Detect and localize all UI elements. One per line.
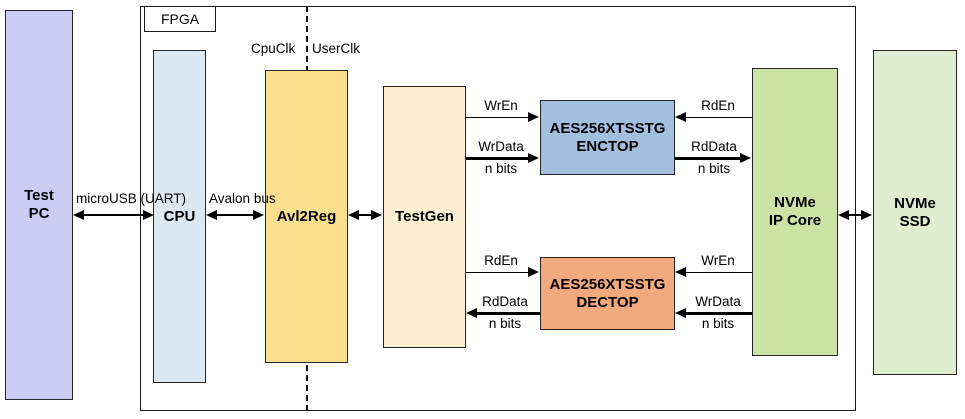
nvme-ip-line2: IP Core [768, 212, 822, 229]
conn-dec-wrdata-line [686, 312, 752, 315]
conn-dec-rden-arrow [528, 267, 539, 277]
conn-dec-rddata-arrow [466, 307, 477, 318]
conn-dec-rden-label-text: RdEn [484, 253, 518, 268]
avl2reg-line1: Avl2Reg [276, 207, 337, 225]
conn-enc-wren-line [466, 116, 529, 119]
conn-pc-cpu-arrow-right [143, 209, 154, 220]
conn-dec-wrdata-bits: n bits [683, 316, 753, 332]
conn-enc-rden-arrow [675, 112, 686, 122]
conn-dec-wrdata-label-line1: WrData [695, 294, 741, 309]
conn-enc-rddata-label-line1: RdData [691, 139, 737, 154]
conn-enc-wrdata-label: WrData [466, 139, 536, 155]
block-test-pc[interactable]: Test PC [5, 10, 73, 400]
conn-cpu-avl-arrow-right [253, 209, 264, 220]
fpga-boundary-frame [140, 6, 856, 411]
conn-dec-wren-line [686, 271, 752, 274]
fpga-label-text: FPGA [160, 11, 200, 27]
enctop-line1: AES256XTSSTG [549, 119, 666, 137]
cpuclk-label: CpuClk [251, 41, 296, 56]
conn-dec-wrdata-label: WrData [683, 294, 753, 310]
conn-enc-wrdata-line [466, 157, 529, 160]
conn-dec-wren-label-text: WrEn [701, 253, 735, 268]
block-testgen[interactable]: TestGen [383, 86, 466, 348]
conn-enc-rddata-bits-text: n bits [697, 161, 731, 176]
conn-cpu-avl-arrow-left [206, 209, 217, 220]
test-pc-line1: Test [24, 187, 54, 205]
conn-dec-wrdata-arrow [675, 307, 686, 318]
conn-enc-rddata-bits: n bits [679, 161, 749, 177]
conn-enc-wrdata-label-line1: WrData [478, 139, 524, 154]
fpga-frame-label: FPGA [144, 6, 216, 32]
enctop-line2: ENCTOP [576, 137, 639, 155]
conn-enc-wren-label: WrEn [466, 98, 536, 114]
conn-enc-rddata-arrow [740, 152, 751, 163]
test-pc-line2: PC [28, 205, 50, 222]
block-avl2reg[interactable]: Avl2Reg [265, 70, 348, 363]
testgen-line1: TestGen [395, 208, 454, 226]
conn-enc-wrdata-bits: n bits [466, 161, 536, 177]
conn-pc-cpu-label: microUSB (UART) [76, 191, 186, 207]
dectop-line1: AES256XTSSTG [549, 275, 666, 293]
conn-dec-rddata-label: RdData [470, 294, 540, 310]
conn-dec-rddata-bits-text: n bits [488, 316, 522, 331]
conn-avl-testgen-line [359, 214, 372, 216]
conn-cpu-avl-line [217, 214, 254, 216]
conn-avl-testgen-arrow-left [348, 209, 359, 220]
conn-enc-rddata-label: RdData [679, 139, 749, 155]
cpu-line1: CPU [163, 207, 196, 225]
block-aes-dectop[interactable]: AES256XTSSTG DECTOP [540, 257, 675, 330]
conn-dec-wren-arrow [675, 267, 686, 277]
nvme-ssd-line2: SSD [899, 212, 931, 230]
block-nvme-ssd[interactable]: NVMe SSD [873, 50, 957, 375]
conn-dec-wren-label: WrEn [683, 253, 753, 269]
nvme-ssd-line1: NVMe [894, 194, 936, 212]
nvme-ip-line1: NVMe [774, 194, 816, 212]
conn-nvme-link-arrow-left [838, 209, 849, 220]
conn-pc-cpu-arrow-left [73, 209, 84, 220]
conn-enc-rden-label-text: RdEn [701, 98, 735, 113]
conn-avl-testgen-arrow-right [371, 209, 382, 220]
dectop-line2: DECTOP [576, 293, 639, 311]
conn-pc-cpu-label-line2: (UART) [140, 191, 187, 206]
conn-enc-rden-label: RdEn [683, 98, 753, 114]
conn-cpu-avl-label: Avalon bus [209, 191, 276, 207]
conn-dec-wrdata-bits-text: n bits [701, 316, 735, 331]
conn-dec-rddata-line [477, 312, 540, 315]
conn-enc-rddata-line [675, 157, 741, 160]
conn-dec-rddata-bits: n bits [470, 316, 540, 332]
conn-enc-wrdata-bits-text: n bits [484, 161, 518, 176]
conn-enc-wren-label-text: WrEn [484, 98, 518, 113]
conn-dec-rden-label: RdEn [466, 253, 536, 269]
conn-cpu-avl-label-line2: bus [253, 191, 276, 206]
userclk-label: UserClk [312, 41, 361, 56]
conn-cpu-avl-label-line1: Avalon [209, 191, 251, 206]
conn-enc-rden-line [686, 116, 752, 119]
conn-nvme-link-line [849, 214, 862, 216]
block-cpu[interactable]: CPU [153, 50, 206, 383]
block-nvme-ip-core[interactable]: NVMe IP Core [752, 68, 838, 356]
conn-enc-wren-arrow [528, 112, 539, 122]
conn-dec-rddata-label-line1: RdData [482, 294, 528, 309]
conn-nvme-link-arrow-right [861, 209, 872, 220]
conn-enc-wrdata-arrow [528, 152, 539, 163]
conn-dec-rden-line [466, 271, 529, 274]
conn-pc-cpu-label-line1: microUSB [76, 191, 137, 206]
conn-pc-cpu-line [84, 214, 146, 216]
block-aes-enctop[interactable]: AES256XTSSTG ENCTOP [540, 100, 675, 175]
